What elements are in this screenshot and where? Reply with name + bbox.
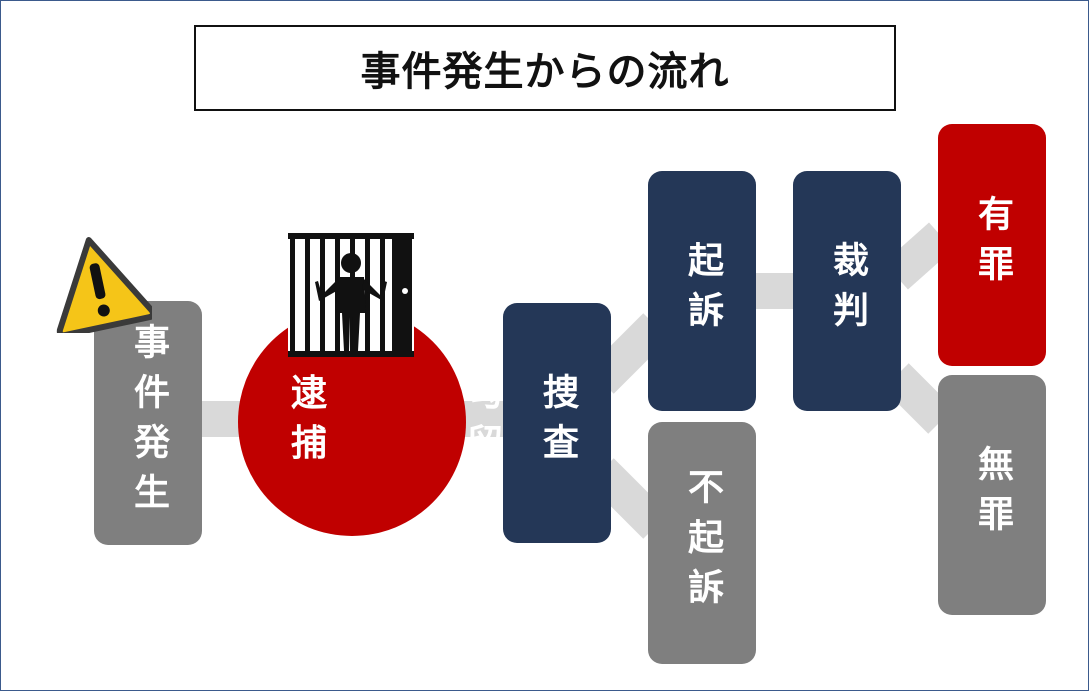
jail-cell-icon [288,233,414,357]
node-indictment: 起訴 [648,171,756,411]
node-investigation: 捜査 [503,303,611,543]
node-arrest-label-line2: 捕 留 [291,423,556,464]
node-non-indictment-label: 不起訴 [682,468,723,618]
node-incident: 事件発生 [94,301,202,545]
node-trial: 裁判 [793,171,901,411]
node-trial-label: 裁判 [827,241,868,341]
node-indictment-label: 起訴 [682,241,723,341]
page-title: 事件発生からの流れ [360,49,730,95]
title-box: 事件発生からの流れ [194,25,896,111]
warning-icon [56,237,152,333]
node-not-guilty: 無罪 [938,375,1046,615]
node-non-indictment: 不起訴 [648,422,756,664]
node-arrest-label-line1: 逮 勾 [291,373,556,414]
connector-trial-notguilty [883,363,954,434]
node-guilty: 有罪 [938,124,1046,366]
connector-trial-guilty [884,222,953,290]
node-incident-label: 事件発生 [128,323,169,523]
node-investigation-label: 捜査 [537,373,578,473]
node-not-guilty-label: 無罪 [972,445,1013,545]
node-guilty-label: 有罪 [972,195,1013,295]
